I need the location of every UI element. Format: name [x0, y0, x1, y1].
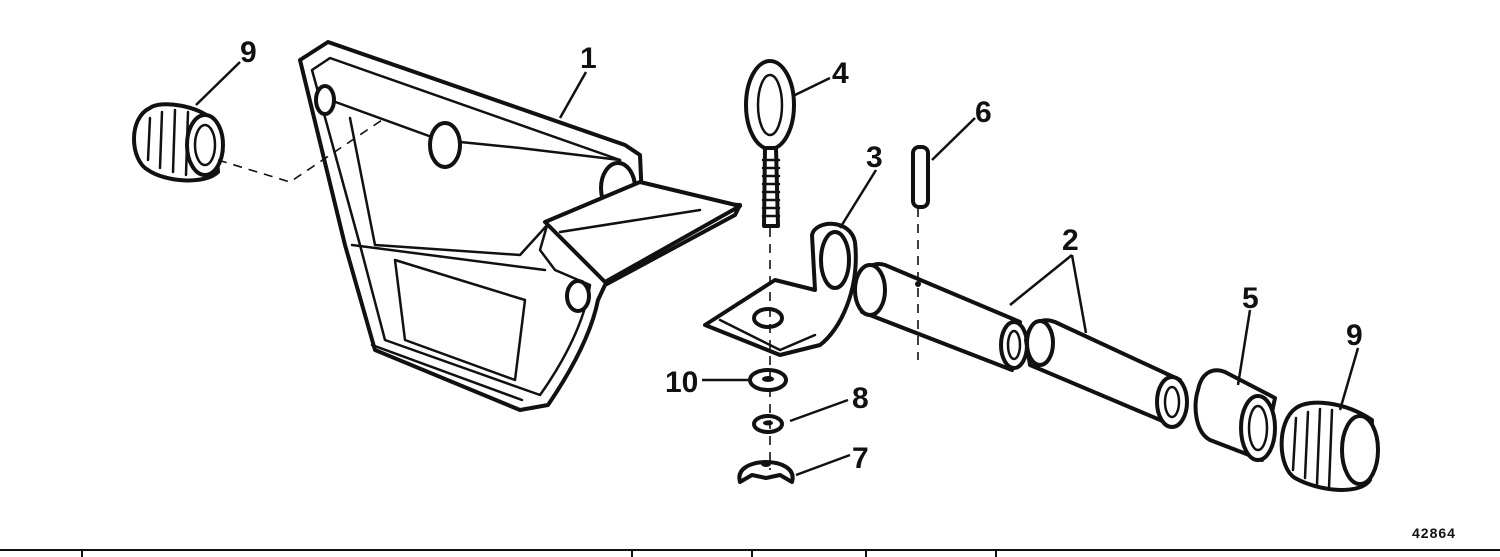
callout-labels: 9 1 4 6 3 2 5 9 10 8 7 [240, 36, 1363, 475]
callout-2: 2 [1062, 224, 1079, 257]
knob-cap-right [1279, 400, 1380, 492]
leader-lines [195, 61, 1360, 477]
bushing [1193, 368, 1277, 462]
knob-cap-left [132, 102, 225, 183]
callout-9-left: 9 [240, 36, 257, 69]
callout-10: 10 [665, 366, 698, 399]
bottom-rule [0, 549, 1500, 557]
callout-6: 6 [975, 96, 992, 129]
callout-3: 3 [866, 141, 883, 174]
angle-bracket [703, 221, 858, 357]
tube-section-upper [853, 262, 1029, 372]
callout-4: 4 [832, 57, 849, 90]
washer-thick [748, 368, 788, 392]
wing-nut [737, 460, 795, 484]
tube-section-lower [1024, 318, 1189, 429]
callout-7: 7 [852, 442, 869, 475]
figure-number: 42864 [1412, 525, 1456, 541]
bracket-casting [298, 40, 742, 412]
callout-9-right: 9 [1346, 319, 1363, 352]
callout-8: 8 [852, 382, 869, 415]
eye-bolt [744, 59, 796, 228]
pin [911, 145, 930, 209]
callout-5: 5 [1242, 282, 1259, 315]
assembly-lines [217, 117, 919, 470]
callout-1: 1 [580, 42, 597, 75]
washer-flat [752, 414, 784, 434]
